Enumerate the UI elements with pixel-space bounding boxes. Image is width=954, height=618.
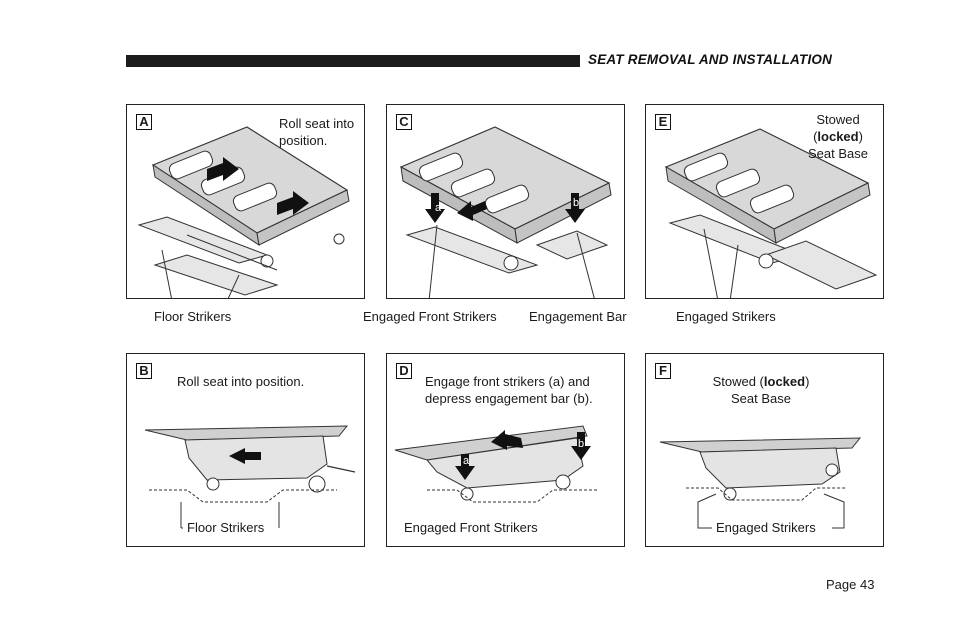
caption-engaged-front-strikers: Engaged Front Strikers: [363, 309, 497, 324]
marker-a: a: [463, 455, 470, 467]
panel-tag-b: B: [136, 363, 152, 379]
seat-base-side-illustration-f: [659, 437, 862, 529]
panel-tag-e: E: [655, 114, 671, 130]
seat-base-label: Seat Base: [731, 391, 791, 406]
panel-tag-a: A: [136, 114, 152, 130]
caption-engagement-bar: Engagement Bar: [529, 309, 627, 324]
instruction-text-a: Roll seat into position.: [279, 116, 355, 148]
seat-base-side-illustration-d: [394, 425, 597, 503]
marker-a: a: [435, 202, 442, 214]
seat-base-side-illustration-b: [144, 425, 356, 529]
panel-tag-d: D: [396, 363, 412, 379]
seat-base-label: Seat Base: [808, 146, 868, 161]
instruction-text-b: Roll seat into position.: [177, 374, 305, 389]
paren-close: ): [858, 129, 863, 144]
header-rule: [126, 55, 580, 67]
marker-b: b: [578, 438, 585, 450]
caption-engaged-strikers: Engaged Strikers: [676, 309, 776, 324]
panel-a: A Roll seat into position.: [126, 104, 365, 299]
stowed-label: Stowed: [816, 112, 860, 127]
paren-open: (: [813, 129, 818, 144]
seat-base-illustration-a: [137, 126, 350, 298]
paren-close: ): [805, 374, 810, 389]
caption-floor-strikers: Floor Strikers: [154, 309, 232, 324]
panel-b: B Roll seat into position. Floor Striker…: [126, 353, 365, 547]
callout-engaged-strikers: Engaged Strikers: [714, 520, 818, 535]
panel-d: D Engage front strikers (a) and depress …: [386, 353, 625, 547]
panel-tag-c: C: [396, 114, 412, 130]
marker-b: b: [573, 197, 580, 209]
locked-label: locked: [817, 129, 859, 144]
panel-f: F Stowed (locked) Seat Base Engaged Stri…: [645, 353, 884, 547]
stowed-label: Stowed (: [712, 374, 764, 389]
instruction-text-e: Stowed (locked) Seat Base: [796, 111, 880, 162]
panel-e: E Stowed (locked) Seat Base: [645, 104, 884, 299]
seat-base-illustration-c: [399, 126, 612, 298]
callout-floor-strikers: Floor Strikers: [185, 520, 267, 535]
panel-tag-f: F: [655, 363, 671, 379]
instruction-text-d: Engage front strikers (a) and depress en…: [425, 374, 593, 406]
instruction-text-f: Stowed (locked) Seat Base: [696, 373, 826, 407]
panel-c: C a b: [386, 104, 625, 299]
page-number: Page 43: [826, 577, 875, 592]
seat-base-illustration-e: [664, 128, 878, 298]
locked-label: locked: [763, 374, 806, 389]
section-title: SEAT REMOVAL AND INSTALLATION: [588, 52, 833, 67]
callout-engaged-front-strikers: Engaged Front Strikers: [402, 520, 540, 535]
